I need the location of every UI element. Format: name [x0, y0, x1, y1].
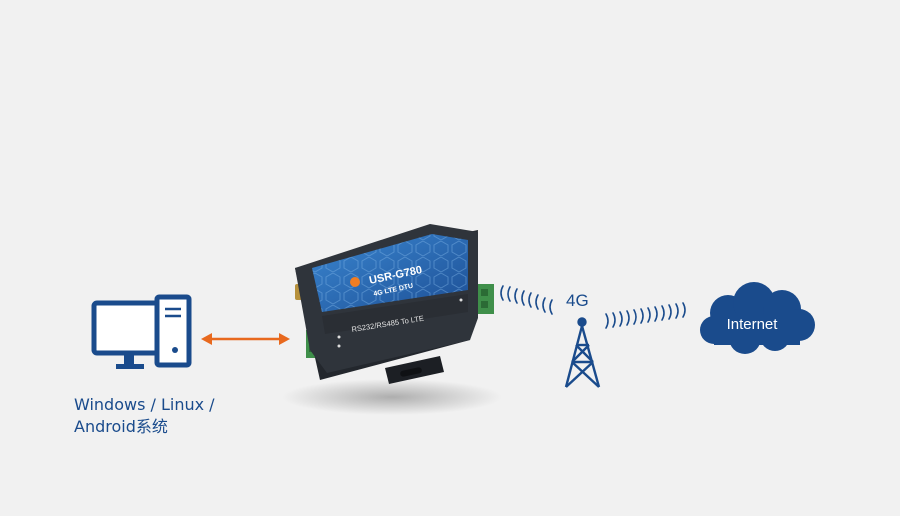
network-label: 4G — [566, 291, 589, 310]
pc-caption: Windows / Linux / Android系统 — [74, 394, 215, 438]
pc-caption-line1: Windows / Linux / — [74, 395, 215, 414]
radio-waves-left — [500, 285, 553, 315]
radio-waves-right — [605, 302, 686, 329]
pc-caption-line2: Android系统 — [74, 417, 168, 436]
cloud-label: Internet — [727, 316, 779, 333]
terminal-block-right — [474, 284, 494, 314]
cloud-icon — [700, 282, 815, 354]
desktop-computer-icon — [91, 294, 192, 369]
bidirectional-arrow — [201, 333, 290, 345]
cell-tower-icon — [564, 317, 601, 388]
device-shadow — [282, 379, 502, 415]
dtu-device — [295, 224, 494, 384]
